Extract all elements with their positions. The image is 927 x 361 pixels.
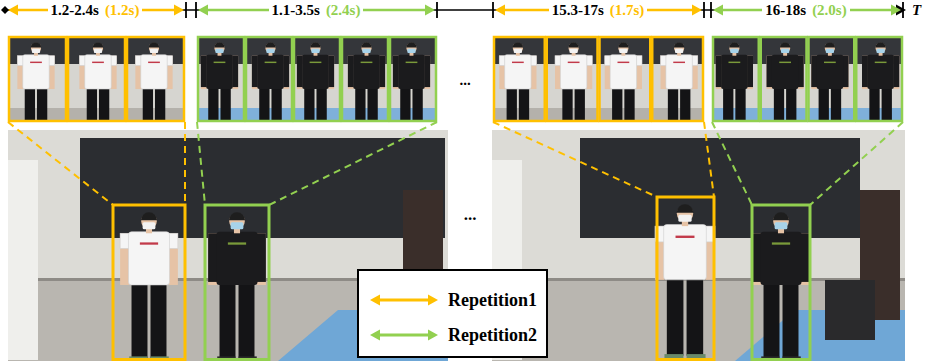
dashed-leader: [8, 122, 113, 205]
person-figure: [767, 42, 804, 122]
room-photo: [492, 130, 905, 361]
arrowhead: [891, 5, 901, 16]
dashed-leader: [197, 122, 205, 205]
axis-label: T: [909, 2, 924, 19]
person-figure: [120, 212, 178, 361]
time-range: 16-18s: [762, 2, 809, 19]
person-figure: [135, 42, 172, 122]
span-arrow: [376, 334, 432, 337]
video-frame: [245, 36, 293, 139]
video-frame: [197, 36, 245, 139]
person-figure: [201, 42, 238, 122]
person-figure: [393, 42, 430, 122]
video-frame: [808, 36, 856, 139]
video-frame: [67, 36, 126, 139]
legend-samples: [370, 295, 438, 341]
detection-box: [205, 205, 269, 360]
duration: (2.0s): [809, 2, 850, 19]
arrowhead: [198, 5, 208, 16]
arrowhead: [495, 5, 505, 16]
span-arrow: [376, 299, 432, 302]
dashed-leader: [269, 122, 437, 205]
video-frame: [651, 36, 704, 139]
video-frame: [760, 36, 808, 139]
timeline: [1, 2, 906, 18]
ellipsis: ...: [461, 205, 480, 224]
video-frame: [126, 36, 185, 139]
detection-box: [113, 205, 185, 360]
dashed-leader: [712, 122, 752, 205]
arrowhead: [713, 5, 723, 16]
person-figure: [661, 42, 698, 122]
arrowhead: [428, 330, 438, 341]
time-range: 1.2-2.4s: [48, 2, 102, 19]
person-figure: [252, 42, 289, 122]
arrowhead: [425, 5, 435, 16]
video-frame: [712, 36, 760, 139]
detection-box: [752, 205, 810, 360]
time-range: 15.3-17s: [549, 2, 607, 19]
dashed-leader: [704, 122, 714, 197]
person-figure: [297, 42, 334, 122]
legend-box: [358, 270, 547, 357]
video-frame: [341, 36, 389, 139]
duration: (2.4s): [323, 2, 364, 19]
video-frame: [493, 36, 546, 139]
ellipsis: ...: [456, 72, 473, 89]
duration: (1.2s): [102, 2, 143, 19]
legend-label: Repetition1: [448, 291, 537, 309]
time-range: 1.1-3.5s: [269, 2, 323, 19]
person-figure: [752, 212, 810, 361]
person-figure: [348, 42, 385, 122]
person-figure: [17, 42, 54, 122]
person-figure: [655, 204, 715, 360]
arrowhead: [370, 295, 380, 306]
person-figure: [811, 42, 848, 122]
arrowhead: [428, 295, 438, 306]
person-figure: [79, 42, 116, 122]
detection-box: [657, 197, 714, 360]
arrowhead: [692, 5, 702, 16]
video-frame: [8, 36, 67, 139]
person-figure: [555, 42, 592, 122]
video-frame: [293, 36, 341, 139]
video-frame: [546, 36, 599, 139]
video-frame: [389, 36, 437, 139]
arrowhead: [370, 330, 380, 341]
arrowhead: [8, 5, 18, 16]
video-frame: [855, 36, 903, 139]
person-figure: [716, 42, 753, 122]
person-figure: [605, 42, 642, 122]
dashed-leader: [493, 122, 657, 197]
legend-label: Repetition2: [448, 326, 537, 344]
arrowhead: [174, 5, 184, 16]
dashed-leader: [810, 122, 903, 205]
person-figure: [499, 42, 536, 122]
duration: (1.7s): [607, 2, 648, 19]
person-figure: [862, 42, 899, 122]
video-frame: [599, 36, 652, 139]
person-figure: [208, 212, 266, 361]
dashed-leader: [184, 122, 186, 205]
